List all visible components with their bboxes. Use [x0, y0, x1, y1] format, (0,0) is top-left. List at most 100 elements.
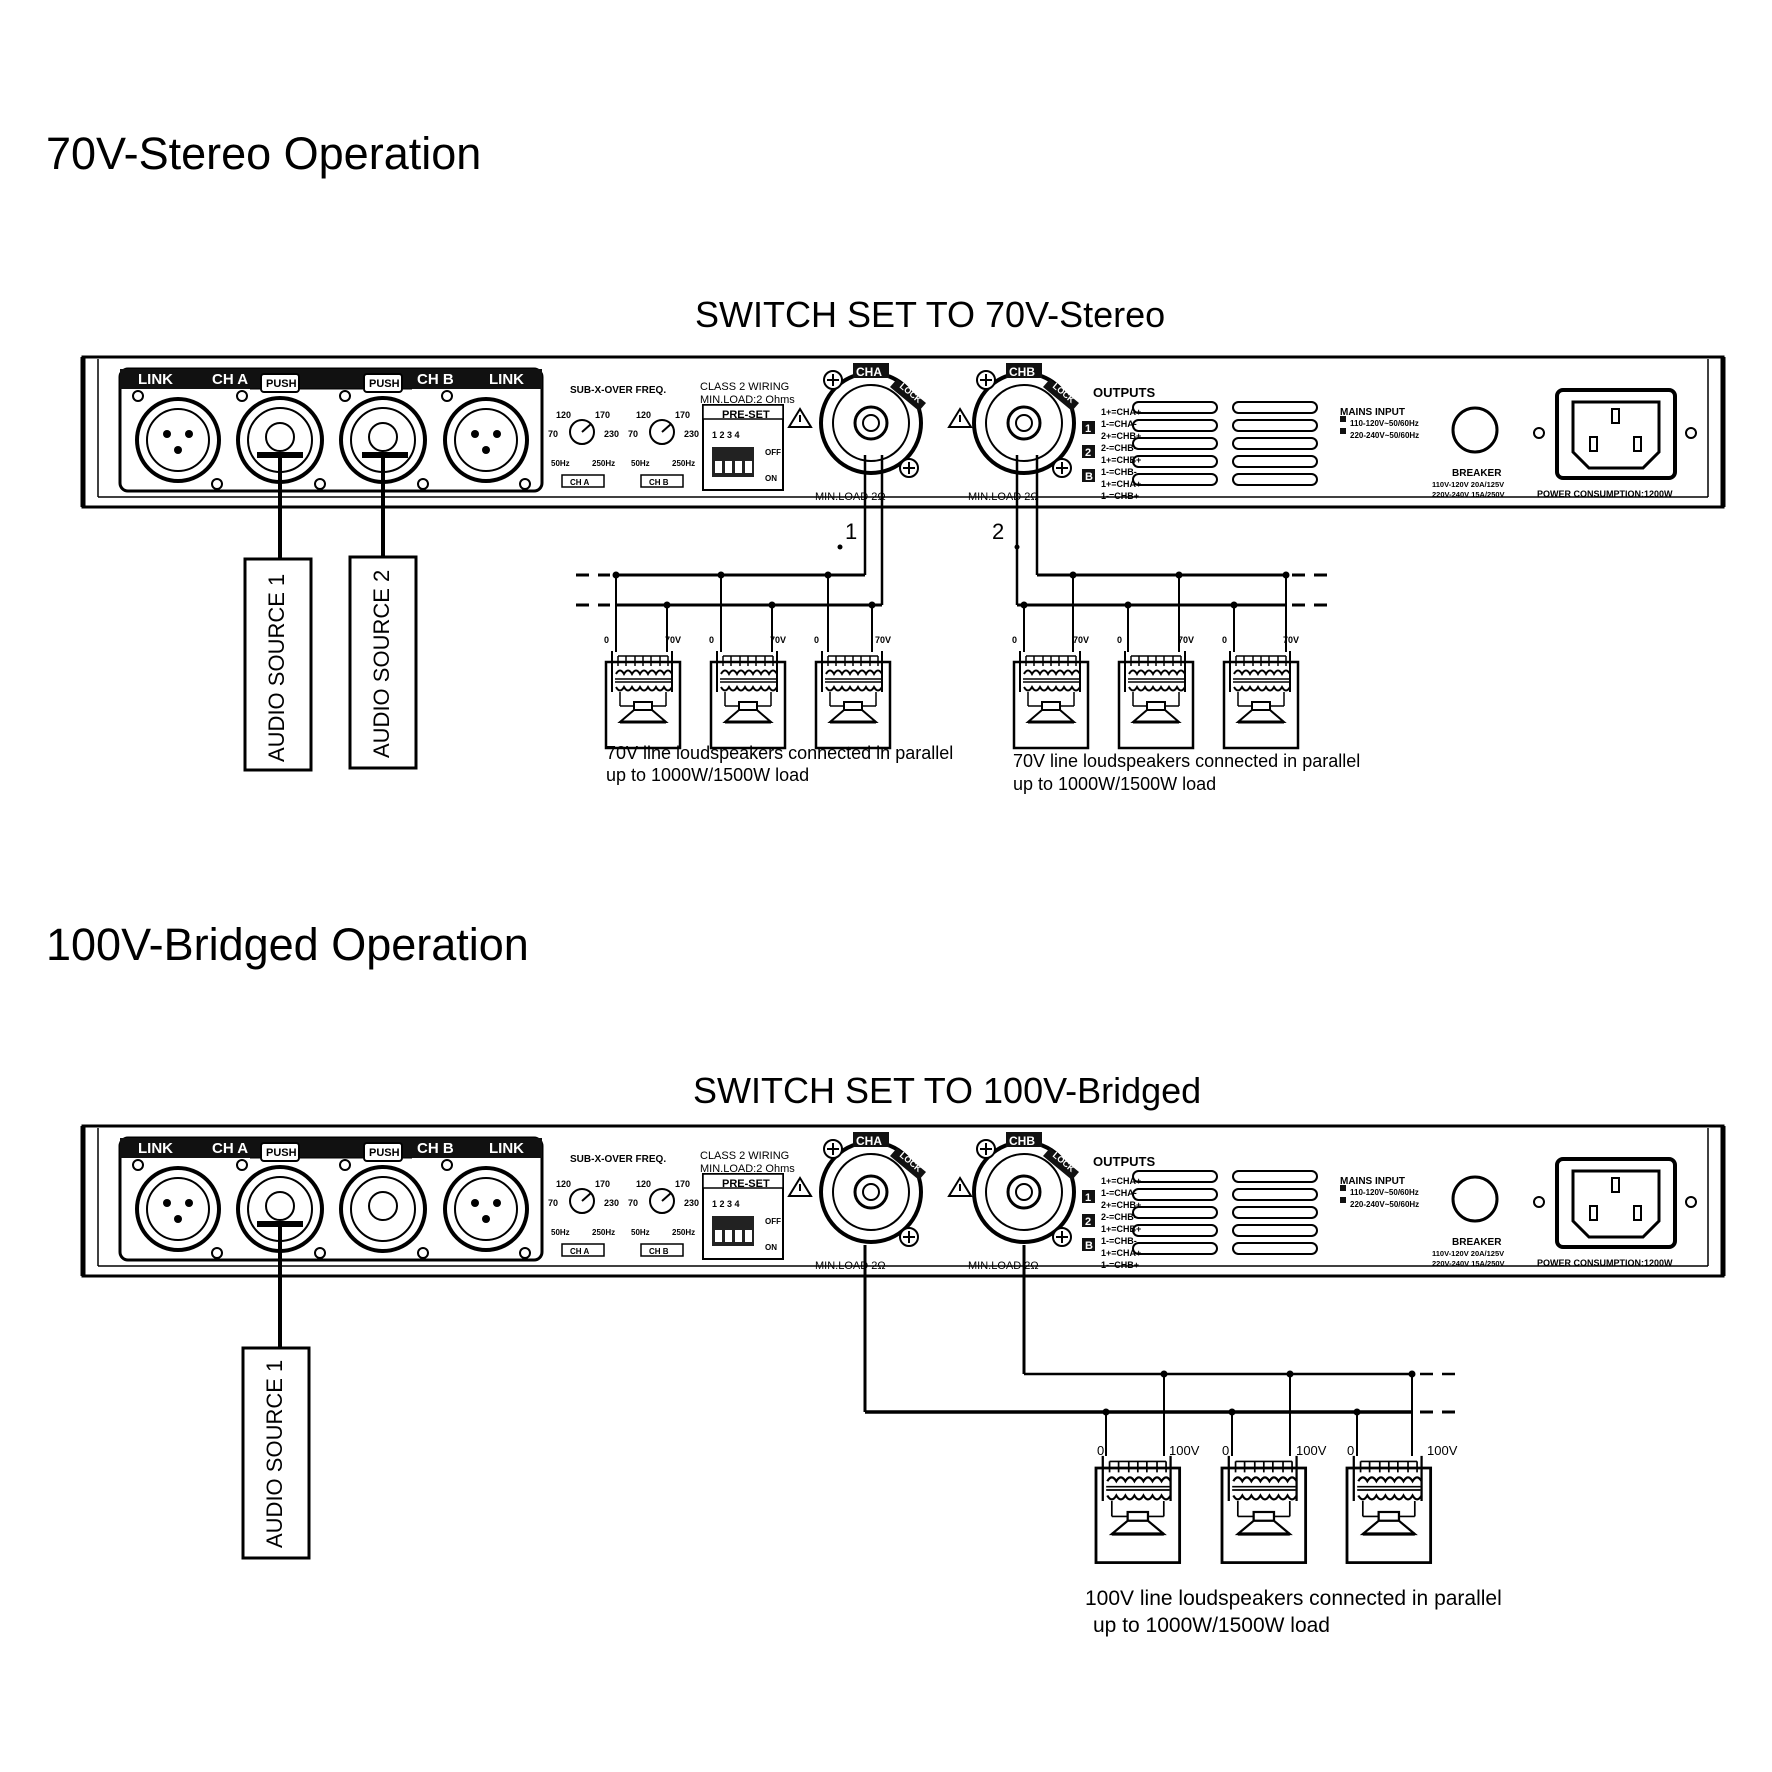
output-line: 1-=CHB-	[1101, 467, 1137, 477]
tap-label-70v: 70V	[1283, 635, 1299, 645]
label-speakon-chb: CHB	[1009, 1134, 1035, 1148]
output-marker: 1	[845, 519, 857, 544]
output-line: 1+=CHA+	[1101, 479, 1141, 489]
label-outputs: OUTPUTS	[1093, 385, 1155, 400]
caption-line1: 70V line loudspeakers connected in paral…	[606, 743, 953, 763]
output-line: 2-=CHB-	[1101, 443, 1137, 453]
output-line: 1-=CHA-	[1101, 1188, 1137, 1198]
output-line: 1+=CHA+	[1101, 1248, 1141, 1258]
panel-labels-stereo: LINK CH A PUSH PUSH CH B LINK SUB-X-OVER…	[138, 365, 1673, 503]
dial-50hz: 50Hz	[551, 1228, 570, 1237]
label-min-load: MIN.LOAD 2Ω	[968, 1260, 1039, 1272]
dial-230: 230	[684, 1198, 699, 1208]
output-badge: 2	[1085, 1216, 1091, 1228]
label-breaker: BREAKER	[1452, 468, 1502, 479]
label-push: PUSH	[369, 378, 400, 390]
speaker-line-wiring-stereo	[576, 455, 1330, 652]
label-breaker-2: 220V-240V 15A/250V	[1432, 490, 1505, 499]
loudspeaker	[814, 649, 892, 750]
label-speakon-chb: CHB	[1009, 365, 1035, 379]
dial-chb: CH B	[649, 478, 669, 487]
label-min-load: MIN.LOAD 2Ω	[815, 491, 886, 503]
tap-label-zero: 0	[1012, 635, 1017, 645]
switch-title-stereo: SWITCH SET TO 70V-Stereo	[695, 294, 1165, 335]
label-link: LINK	[138, 1140, 173, 1157]
audio-source-label: AUDIO SOURCE 1	[264, 574, 289, 762]
dial-120: 120	[556, 410, 571, 420]
junction-dots-stereo	[612, 544, 1290, 609]
output-badge: 1	[1085, 423, 1091, 435]
loudspeaker	[604, 649, 682, 750]
label-cha: CH A	[212, 371, 248, 388]
label-subx: SUB-X-OVER FREQ.	[570, 1154, 666, 1165]
dial-70: 70	[628, 1198, 638, 1208]
tap-label-zero: 0	[1347, 1443, 1354, 1458]
output-line: 1+=CHB+	[1101, 455, 1141, 465]
dial-50hz: 50Hz	[551, 459, 570, 468]
tap-label-zero: 0	[1097, 1443, 1104, 1458]
output-line: 2-=CHB-	[1101, 1212, 1137, 1222]
label-preset: PRE-SET	[722, 1178, 770, 1190]
label-push: PUSH	[266, 378, 297, 390]
output-line: 1+=CHA+	[1101, 407, 1141, 417]
tap-label-70v: 70V	[1178, 635, 1194, 645]
tap-label-100v: 100V	[1169, 1443, 1200, 1458]
caption-line2: up to 1000W/1500W load	[1093, 1614, 1330, 1637]
label-power: POWER CONSUMPTION:1200W	[1537, 1258, 1673, 1268]
label-outputs: OUTPUTS	[1093, 1154, 1155, 1169]
label-min-load: MIN.LOAD 2Ω	[968, 491, 1039, 503]
label-breaker-1: 110V-120V 20A/125V	[1432, 1249, 1504, 1258]
caption-line1: 100V line loudspeakers connected in para…	[1085, 1587, 1502, 1610]
dial-cha: CH A	[570, 478, 589, 487]
audio-source-wiring-bridged: AUDIO SOURCE 1	[241, 1221, 311, 1560]
loudspeaker	[1012, 649, 1090, 750]
dial-250hz: 250Hz	[672, 1228, 695, 1237]
output-marker: 2	[992, 519, 1004, 544]
dial-120: 120	[636, 1179, 651, 1189]
label-chb: CH B	[417, 371, 454, 388]
output-badge: B	[1085, 471, 1093, 483]
label-off: OFF	[765, 448, 781, 457]
dial-chb: CH B	[649, 1247, 669, 1256]
dial-170: 170	[595, 1179, 610, 1189]
label-on: ON	[765, 1243, 777, 1252]
output-badge: B	[1085, 1240, 1093, 1252]
loudspeaker	[1117, 649, 1195, 750]
output-line: 1-=CHA-	[1101, 419, 1137, 429]
dial-70: 70	[548, 429, 558, 439]
label-speakon-cha: CHA	[856, 1134, 882, 1148]
label-breaker: BREAKER	[1452, 1237, 1502, 1248]
caption-line1: 70V line loudspeakers connected in paral…	[1013, 751, 1360, 771]
tap-label-zero: 0	[1222, 1443, 1229, 1458]
tap-labels-bridged: 0 100V 0 100V 0 100V	[1097, 1443, 1458, 1458]
tap-label-70v: 70V	[1073, 635, 1089, 645]
label-mains-2: 220-240V~50/60Hz	[1350, 1200, 1419, 1209]
section-heading-bridged: 100V-Bridged Operation	[46, 919, 529, 970]
audio-source-box	[243, 557, 313, 772]
output-line: 1+=CHA+	[1101, 1176, 1141, 1186]
caption-line2: up to 1000W/1500W load	[1013, 774, 1216, 794]
loudspeaker	[709, 649, 787, 750]
section-heading-stereo: 70V-Stereo Operation	[46, 128, 481, 179]
dial-250hz: 250Hz	[672, 459, 695, 468]
output-line: 1-=CHB+	[1101, 1260, 1139, 1270]
dial-70: 70	[548, 1198, 558, 1208]
label-mains: MAINS INPUT	[1340, 407, 1405, 418]
label-mains: MAINS INPUT	[1340, 1176, 1405, 1187]
label-breaker-2: 220V-240V 15A/250V	[1432, 1259, 1505, 1268]
tap-label-zero: 0	[709, 635, 714, 645]
label-push: PUSH	[369, 1147, 400, 1159]
speaker-line-wiring-bridged	[863, 1245, 1462, 1456]
dial-120: 120	[636, 410, 651, 420]
label-minload: MIN.LOAD:2 Ohms	[700, 1163, 795, 1175]
label-preset: PRE-SET	[722, 409, 770, 421]
preset-numbers: 1 2 3 4	[712, 1199, 740, 1209]
tap-labels-stereo: 0 70V 0 70V 0 70V 0 70V 0 70V 0 70V	[604, 635, 1299, 645]
label-power: POWER CONSUMPTION:1200W	[1537, 489, 1673, 499]
label-link: LINK	[489, 1140, 524, 1157]
label-link: LINK	[489, 371, 524, 388]
audio-source-label: AUDIO SOURCE 1	[262, 1360, 287, 1548]
panel-labels-bridged: LINK CH A PUSH PUSH CH B LINK SUB-X-OVER…	[138, 1134, 1673, 1272]
loudspeaker	[1222, 649, 1300, 750]
